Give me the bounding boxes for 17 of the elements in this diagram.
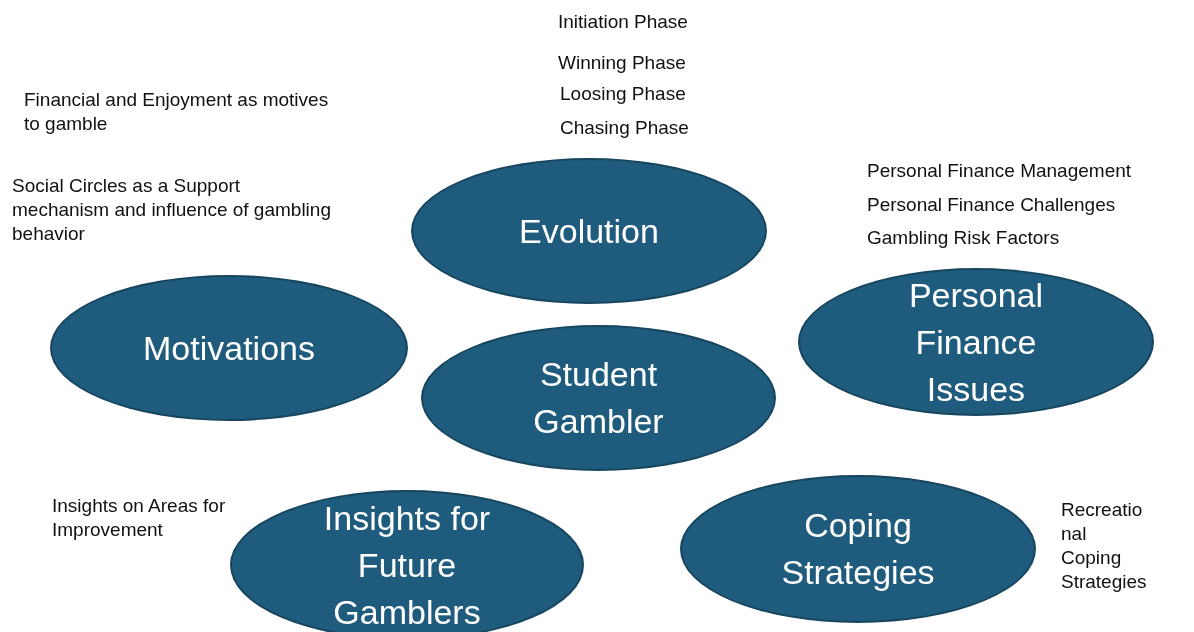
subtheme-text: Personal Finance Challenges [867,193,1117,217]
theme-label: Personal Finance Issues [907,274,1045,410]
theme-label: Evolution [519,210,659,252]
subtheme-text: Social Circles as a Support mechanism and influence of gambling behavior [12,174,332,246]
theme-label: Motivations [143,327,315,369]
subtheme-text: Recreatio nal Coping Strategies [1061,498,1148,594]
subtheme-text: Personal Finance Management [867,159,1133,183]
subtheme-text: Insights on Areas for Improvement [52,494,227,542]
subtheme-text: Financial and Enjoyment as motives to gamble [24,88,330,136]
theme-label: Student Gambler [532,354,665,442]
subtheme-text: Winning Phase [558,51,687,75]
subtheme-text: Gambling Risk Factors [867,226,1061,250]
subtheme-text: Loosing Phase [560,82,687,106]
theme-label: Insights for Future Gamblers [322,497,492,632]
subtheme-text: Initiation Phase [558,10,689,34]
theme-label: Coping Strategies [780,505,936,593]
subtheme-text: Chasing Phase [560,116,690,140]
